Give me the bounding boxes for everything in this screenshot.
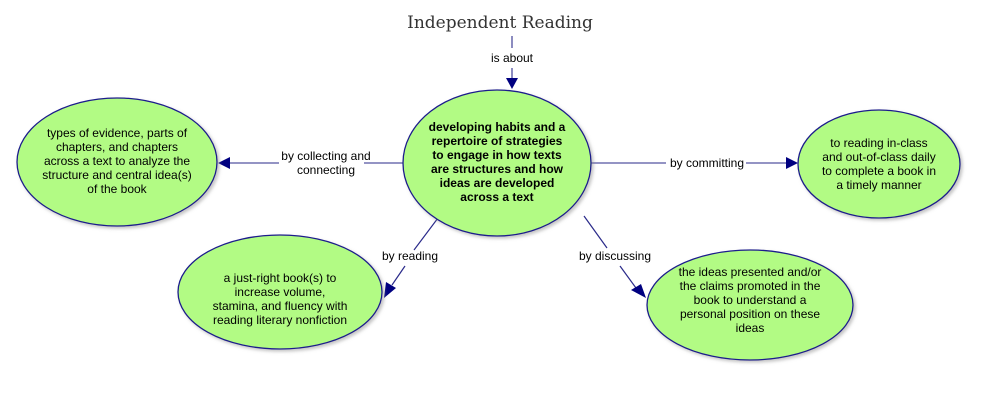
link-by-reading[interactable]: by reading	[382, 217, 439, 298]
node-line: the claims promoted in the	[680, 279, 821, 293]
link-is-about[interactable]: is about	[491, 36, 534, 89]
node-text-bottom-left: a just-right book(s) to increase volume,…	[213, 271, 348, 327]
arrow-head-icon	[786, 157, 798, 169]
node-line: reading literary nonfiction	[213, 313, 347, 327]
node-ellipse	[797, 109, 961, 219]
node-line: increase volume,	[235, 285, 326, 299]
arrow-head-icon	[506, 78, 518, 89]
node-ellipse	[402, 89, 592, 237]
link-by-discussing[interactable]: by discussing	[579, 215, 651, 298]
node-line: ideas are developed	[440, 176, 555, 190]
concept-node-bottom-right[interactable]: the ideas presented and/or the claims pr…	[646, 249, 854, 361]
node-line: chapters, and chapters	[56, 140, 178, 154]
link-by-collecting[interactable]: by collecting and connecting	[218, 149, 403, 177]
node-line: to reading in-class	[830, 136, 927, 150]
node-line: types of evidence, parts of	[47, 126, 188, 140]
link-label-by-collecting-line1: by collecting and	[281, 149, 370, 163]
node-line: personal position on these	[680, 307, 820, 321]
node-line: a timely manner	[836, 178, 921, 192]
node-line: of the book	[87, 182, 147, 196]
connector-line	[413, 217, 439, 251]
node-ellipse	[16, 97, 218, 227]
link-label-is-about: is about	[491, 51, 534, 65]
link-label-by-reading: by reading	[382, 249, 438, 263]
node-text-left: types of evidence, parts of chapters, an…	[42, 126, 191, 196]
node-line: across a text to analyze the	[44, 154, 190, 168]
node-line: to engage in how texts	[432, 148, 562, 162]
node-line: across a text	[460, 190, 533, 204]
link-label-by-committing: by committing	[670, 156, 744, 170]
node-line: to complete a book in	[822, 164, 936, 178]
concept-node-right[interactable]: to reading in-class and out-of-class dai…	[797, 109, 961, 219]
concept-node-left[interactable]: types of evidence, parts of chapters, an…	[16, 97, 218, 227]
concept-node-bottom-left[interactable]: a just-right book(s) to increase volume,…	[177, 234, 383, 350]
node-line: ideas	[736, 321, 765, 335]
node-line: a just-right book(s) to	[224, 271, 337, 285]
node-line: book to understand a	[694, 293, 807, 307]
node-text-right: to reading in-class and out-of-class dai…	[822, 136, 936, 192]
node-line: repertoire of strategies	[432, 134, 563, 148]
connector-line	[583, 215, 608, 249]
node-line: the ideas presented and/or	[679, 265, 822, 279]
node-line: developing habits and a	[429, 120, 566, 134]
node-line: are structures and how	[431, 162, 564, 176]
arrow-head-icon	[384, 282, 396, 298]
link-label-by-collecting-line2: connecting	[297, 163, 355, 177]
link-by-committing[interactable]: by committing	[590, 156, 798, 170]
concept-node-central[interactable]: developing habits and a repertoire of st…	[402, 89, 592, 237]
node-ellipse	[177, 234, 383, 350]
node-line: structure and central idea(s)	[42, 168, 191, 182]
connector-line	[619, 265, 637, 289]
arrow-head-icon	[218, 157, 230, 169]
node-ellipse	[646, 249, 854, 361]
node-line: stamina, and fluency with	[213, 299, 348, 313]
link-label-by-discussing: by discussing	[579, 249, 651, 263]
map-title[interactable]: Independent Reading	[407, 13, 593, 33]
arrow-head-icon	[631, 284, 646, 298]
node-text-bottom-right: the ideas presented and/or the claims pr…	[679, 265, 822, 335]
connector-line	[391, 265, 406, 286]
node-line: and out-of-class daily	[822, 150, 935, 164]
node-text-central: developing habits and a repertoire of st…	[429, 120, 566, 204]
